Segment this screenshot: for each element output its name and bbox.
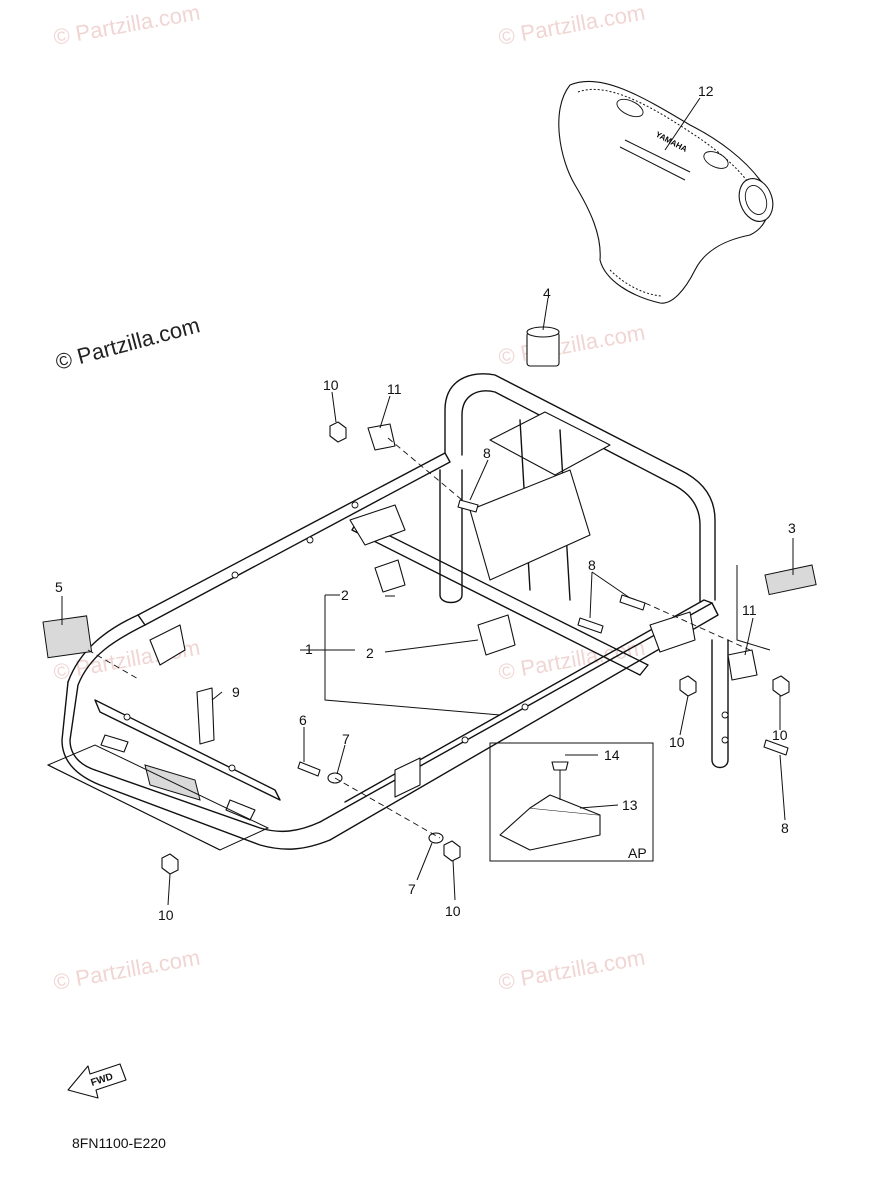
callout-10: 10 xyxy=(669,734,685,750)
watermark: © Partzilla.com xyxy=(497,320,647,370)
callout-8: 8 xyxy=(781,820,789,836)
callout-7: 7 xyxy=(408,881,416,897)
ground-line xyxy=(47,764,221,851)
watermark: © Partzilla.com xyxy=(497,0,647,50)
callout-7: 7 xyxy=(342,731,350,747)
inset-box-ap: AP xyxy=(489,742,654,862)
label-part-3 xyxy=(764,564,817,596)
label-leader-3 xyxy=(736,565,771,651)
watermark: © Partzilla.com xyxy=(52,0,202,50)
callout-11: 11 xyxy=(387,381,402,397)
callout-11: 11 xyxy=(742,602,757,618)
clip-part-11 xyxy=(727,649,758,681)
callout-10: 10 xyxy=(772,727,788,743)
callout-8: 8 xyxy=(588,557,596,573)
fasteners xyxy=(161,421,790,875)
callout-10: 10 xyxy=(445,903,461,919)
clamp-part-2 xyxy=(374,559,406,593)
callout-6: 6 xyxy=(299,712,307,728)
diagram-code: 8FN1100-E220 xyxy=(72,1135,166,1151)
clamp-part-2 xyxy=(477,614,516,656)
inset-label: AP xyxy=(628,845,647,861)
frame-holes xyxy=(123,501,729,772)
watermark: © Partzilla.com xyxy=(497,945,647,995)
label-part-5 xyxy=(42,615,93,659)
callout-13: 13 xyxy=(622,797,638,813)
watermark: © Partzilla.com xyxy=(497,635,647,685)
callout-5: 5 xyxy=(55,579,63,595)
callout-8: 8 xyxy=(483,445,491,461)
callout-4: 4 xyxy=(543,285,551,301)
callout-12: 12 xyxy=(698,83,714,99)
callout-14: 14 xyxy=(604,747,620,763)
bushing-part-4 xyxy=(526,326,560,367)
callout-2: 2 xyxy=(341,587,349,603)
callout-9: 9 xyxy=(232,684,240,700)
callout-3: 3 xyxy=(788,520,796,536)
watermark: © Partzilla.com xyxy=(52,945,202,995)
clip-part-11 xyxy=(367,423,396,451)
callout-1: 1 xyxy=(305,641,313,657)
partzilla-watermark: © Partzilla.com xyxy=(53,312,203,375)
callout-2: 2 xyxy=(366,645,374,661)
leader-lines xyxy=(61,97,794,906)
tab-part-9 xyxy=(196,687,215,745)
ground-plane xyxy=(46,744,270,851)
callout-10: 10 xyxy=(158,907,174,923)
main-frame xyxy=(61,373,729,850)
seat-cover-part-12: YAMAHA xyxy=(558,80,774,304)
callout-10: 10 xyxy=(323,377,339,393)
callout-labels: 12 4 3 5 10 11 8 8 11 10 10 8 2 1 2 9 6 … xyxy=(55,83,796,923)
fwd-arrow: FWD xyxy=(67,1063,127,1099)
